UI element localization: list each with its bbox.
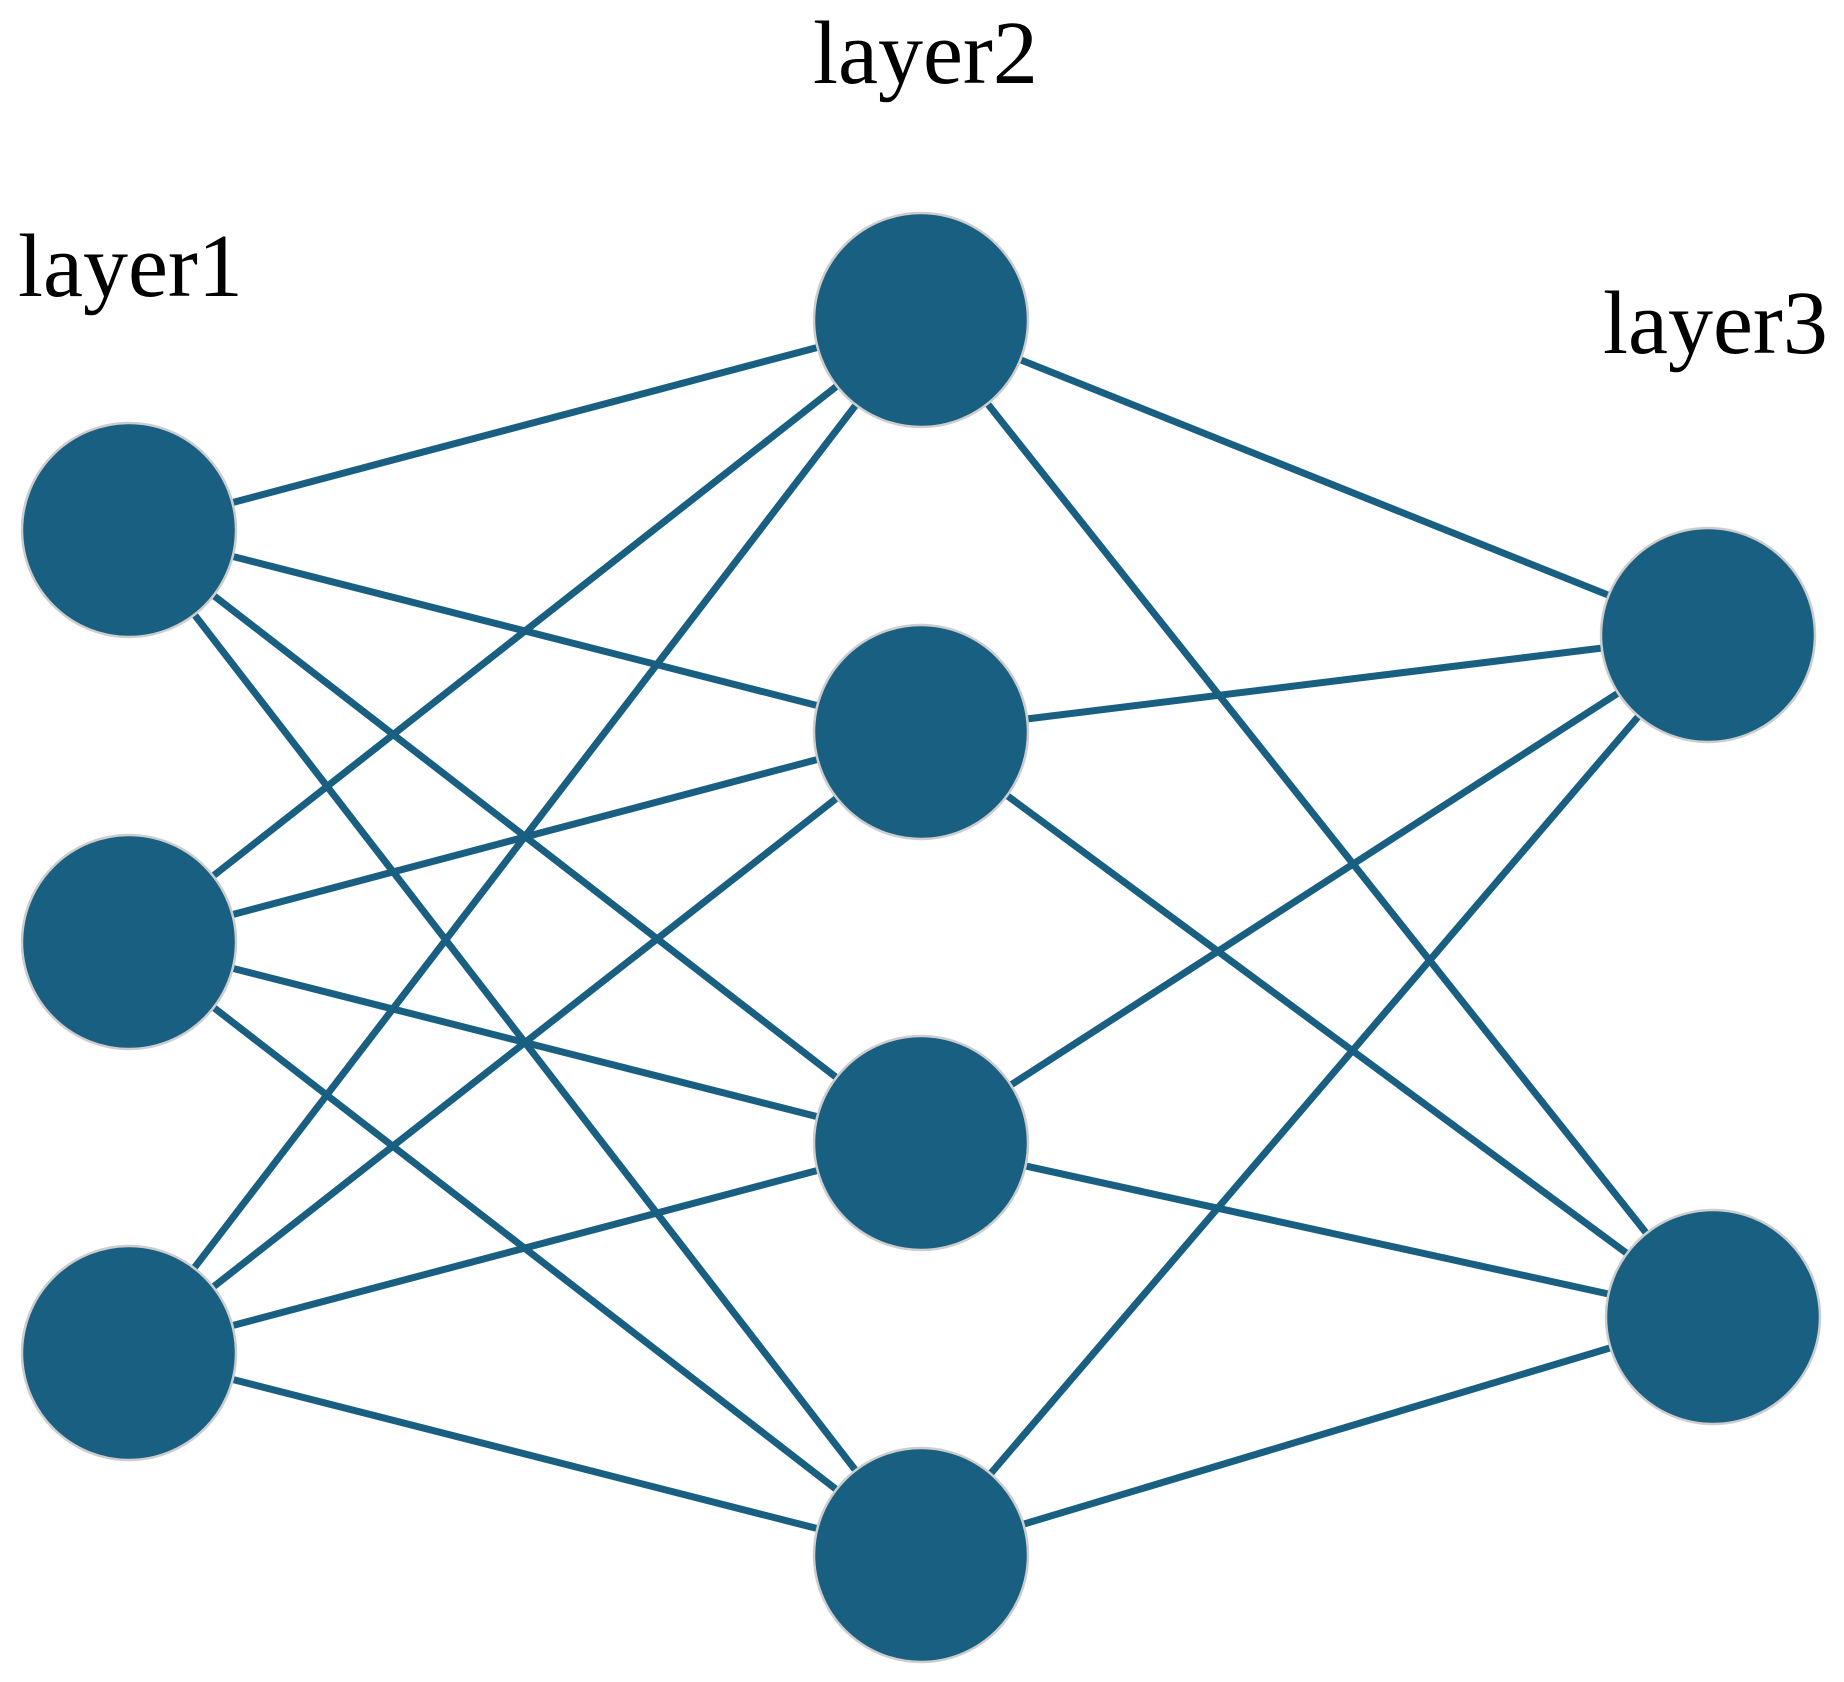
edge-l2n1-l3n1 <box>919 316 1710 639</box>
node-layer3-1 <box>1599 526 1817 744</box>
node-layer1-3 <box>20 1244 238 1462</box>
node-layer2-1 <box>812 211 1030 429</box>
layer1-label: layer1 <box>18 217 243 316</box>
node-layer1-1 <box>20 421 238 639</box>
edges-group <box>126 316 1716 1559</box>
nodes-group <box>20 211 1822 1664</box>
layer3-label: layer3 <box>1603 274 1828 373</box>
edge-l2n4-l3n1 <box>918 632 1711 1558</box>
layer2-label: layer2 <box>813 4 1038 103</box>
edge-l1n3-l2n4 <box>128 1349 922 1559</box>
node-layer1-2 <box>20 833 238 1051</box>
edge-l2n2-l3n2 <box>918 729 1716 1320</box>
edge-l2n3-l3n2 <box>920 1139 1714 1321</box>
edge-l2n2-l3n1 <box>920 631 1709 736</box>
edge-l1n3-l2n2 <box>126 729 924 1356</box>
edge-l1n3-l2n1 <box>126 317 924 1356</box>
node-layer2-4 <box>812 1446 1030 1664</box>
edge-l1n3-l2n3 <box>128 1139 922 1357</box>
node-layer2-3 <box>812 1034 1030 1252</box>
edge-l2n3-l3n1 <box>919 632 1710 1146</box>
edge-l1n2-l2n1 <box>126 317 924 945</box>
edge-l2n4-l3n2 <box>919 1313 1715 1559</box>
edge-l2n1-l3n2 <box>918 317 1716 1320</box>
edge-l1n1-l2n1 <box>128 316 922 534</box>
node-layer2-2 <box>812 623 1030 841</box>
node-layer3-2 <box>1604 1208 1822 1426</box>
